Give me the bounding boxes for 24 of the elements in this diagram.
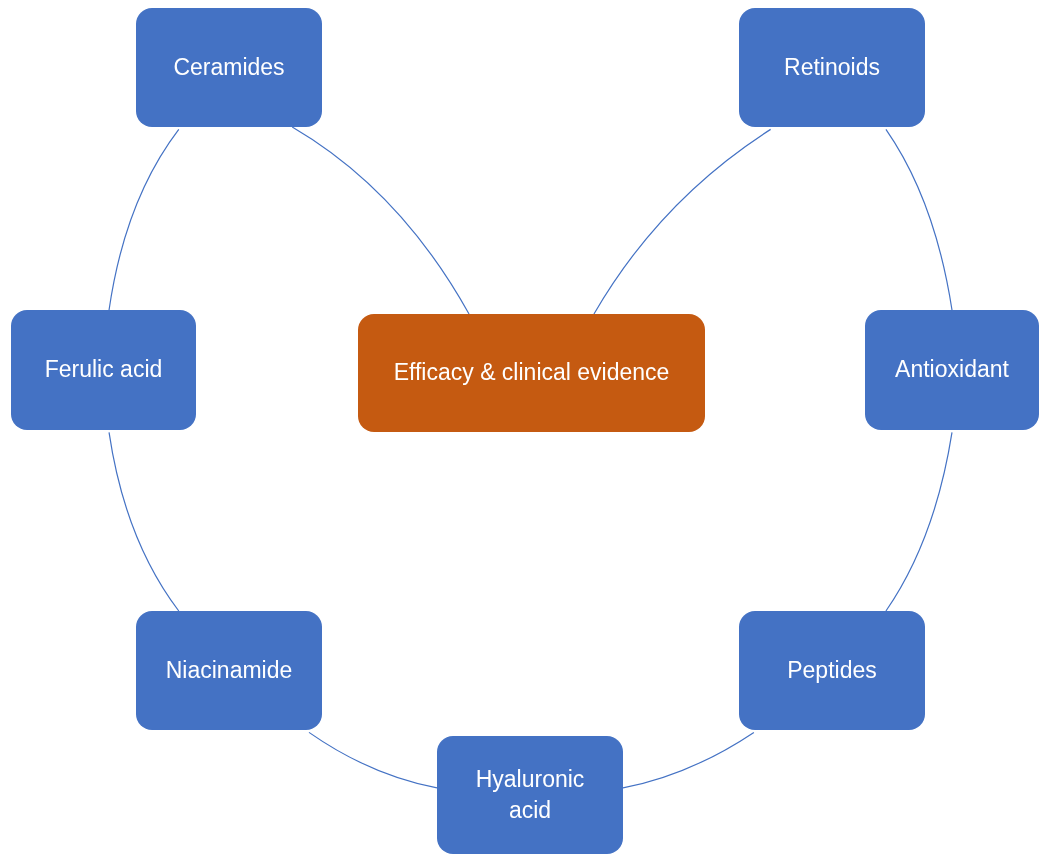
box-label: Retinoids xyxy=(784,52,880,82)
box-label: Niacinamide xyxy=(165,655,293,685)
connector-line xyxy=(308,731,438,789)
topic-box xyxy=(739,611,925,730)
box-label: Ceramides xyxy=(173,52,285,82)
topic-box xyxy=(865,310,1039,430)
box-label: Ferulic acid xyxy=(44,355,163,385)
connector-line xyxy=(291,126,470,315)
connector-line xyxy=(885,128,953,311)
topic-box xyxy=(437,736,623,854)
topic-box xyxy=(11,310,196,430)
box-label: Efficacy & clinical evidence xyxy=(393,358,670,388)
connector-line xyxy=(593,128,772,315)
topic-box xyxy=(136,611,322,730)
connector-line xyxy=(885,431,953,612)
connector-line xyxy=(622,731,755,789)
topic-box xyxy=(739,8,925,127)
box-label: Antioxidant xyxy=(895,355,1009,385)
box-label: Hyaluronic acid xyxy=(474,764,586,825)
connector-line xyxy=(108,431,180,612)
topic-box xyxy=(136,8,322,127)
box-label: Peptides xyxy=(787,655,877,685)
connector-line xyxy=(108,128,180,311)
central-box xyxy=(358,314,705,432)
